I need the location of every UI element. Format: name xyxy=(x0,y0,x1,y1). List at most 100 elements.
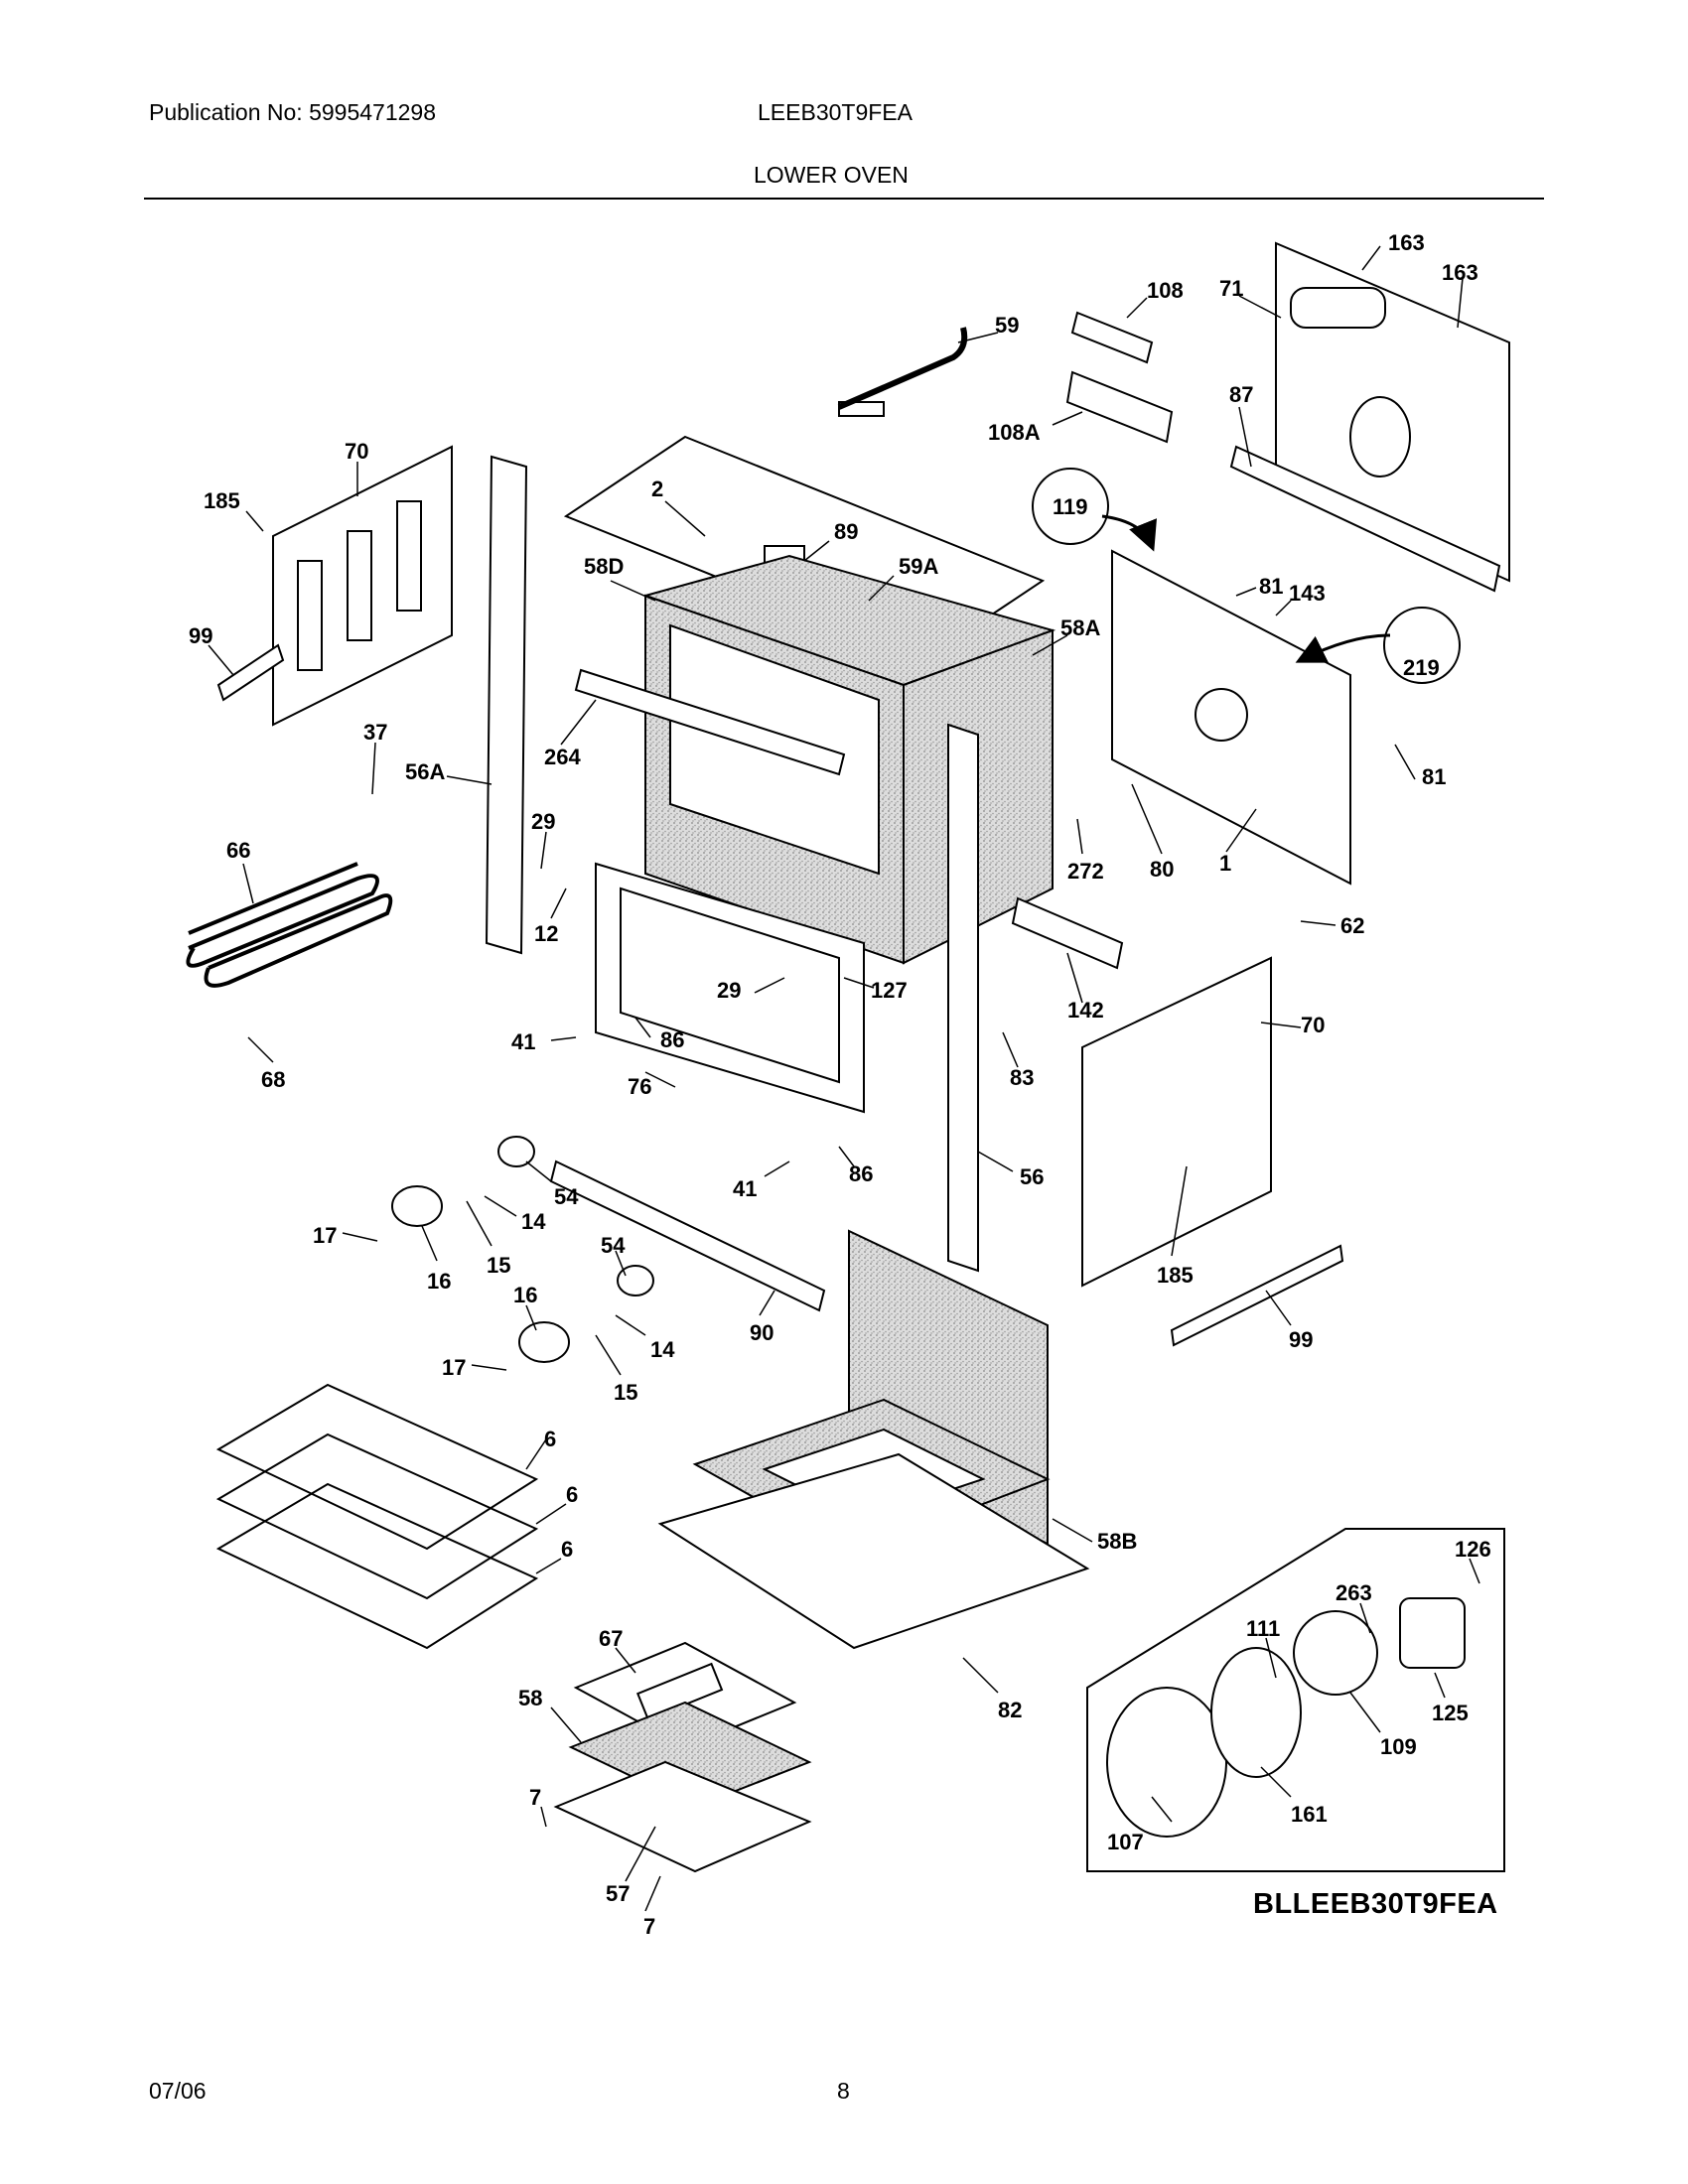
part-label: 82 xyxy=(998,1698,1022,1722)
leader-15b xyxy=(595,1334,622,1376)
leader-142 xyxy=(1066,952,1083,1004)
leader-56 xyxy=(977,1151,1014,1172)
part-label: 127 xyxy=(871,978,908,1003)
door-frame-inner xyxy=(620,887,840,1084)
footer-date: 07/06 xyxy=(149,2078,207,2104)
part-label: 70 xyxy=(345,439,368,464)
leader-81b xyxy=(1394,744,1416,780)
model-number: LEEB30T9FEA xyxy=(758,99,913,125)
part-label: 163 xyxy=(1442,260,1478,285)
leader-263 xyxy=(1359,1602,1371,1634)
leader-2 xyxy=(664,500,706,537)
part-label: 56 xyxy=(1020,1164,1044,1189)
part-label: 15 xyxy=(614,1380,637,1405)
part-label: 108A xyxy=(988,420,1041,445)
callout-119-arrow xyxy=(1101,514,1157,552)
leader-58A xyxy=(1032,634,1068,656)
side-rail-56 xyxy=(947,723,979,1273)
leader-163a xyxy=(1361,245,1381,271)
leader-7b xyxy=(644,1875,661,1912)
part-label: 161 xyxy=(1291,1802,1328,1827)
leader-109 xyxy=(1349,1692,1381,1733)
part-label: 16 xyxy=(427,1269,451,1294)
leader-14b xyxy=(615,1314,646,1336)
part-label: 2 xyxy=(651,477,663,501)
leader-127 xyxy=(843,977,875,989)
rear-panel-slot xyxy=(1290,287,1386,329)
door-frame xyxy=(595,862,865,1114)
part-label: 142 xyxy=(1067,998,1104,1023)
part-label: 58 xyxy=(518,1686,542,1710)
rack-6c xyxy=(215,1482,539,1650)
side-rail-56A xyxy=(485,455,528,955)
leader-87 xyxy=(1238,406,1252,468)
part-label: 6 xyxy=(566,1482,578,1507)
part-label: 83 xyxy=(1010,1065,1034,1090)
leader-76 xyxy=(644,1071,676,1088)
callout-219-arrow xyxy=(1295,633,1391,663)
part-label: 70 xyxy=(1301,1013,1325,1037)
leader-6c xyxy=(535,1558,562,1574)
leader-99b xyxy=(1265,1290,1292,1326)
side-panel-left-slot3 xyxy=(396,500,422,612)
lamp-16a xyxy=(391,1185,443,1227)
leader-17b xyxy=(471,1364,507,1371)
leader-163b xyxy=(1457,277,1464,329)
part-label: 263 xyxy=(1336,1580,1372,1605)
diagram-code: BLLEEB30T9FEA xyxy=(1253,1888,1498,1920)
part-number-labels: 163 163 108 71 59 87 108A 70 185 2 89 11… xyxy=(189,230,1491,1939)
leader-108A xyxy=(1052,411,1083,426)
header-rule xyxy=(144,198,1544,200)
part-label: 58A xyxy=(1060,615,1100,640)
part-108 xyxy=(1070,311,1154,364)
part-label: 54 xyxy=(554,1184,579,1209)
side-panel-left-slot1 xyxy=(297,560,323,671)
leader-58 xyxy=(550,1706,582,1743)
leader-57 xyxy=(625,1826,656,1882)
part-label: 272 xyxy=(1067,859,1104,884)
leader-41b xyxy=(764,1160,790,1177)
part-label: 66 xyxy=(226,838,250,863)
leader-107 xyxy=(1151,1796,1173,1823)
side-panel-right xyxy=(1081,956,1272,1288)
back-panel-fan-hole xyxy=(1195,688,1248,742)
part-label: 59 xyxy=(995,313,1019,338)
part-label: 62 xyxy=(1340,913,1364,938)
part-label: 71 xyxy=(1219,276,1243,301)
rack-6b xyxy=(215,1433,539,1600)
fan-motor-125 xyxy=(1399,1597,1466,1669)
leader-29b xyxy=(754,977,785,994)
leader-17a xyxy=(342,1232,378,1242)
bracket-142 xyxy=(1011,896,1124,970)
leader-125 xyxy=(1434,1672,1446,1699)
side-panel-left xyxy=(272,445,453,727)
part-label: 185 xyxy=(1157,1263,1194,1288)
leader-1 xyxy=(1225,808,1257,853)
part-label: 37 xyxy=(363,720,387,745)
part-label: 58B xyxy=(1097,1529,1137,1554)
leader-7a xyxy=(540,1806,547,1828)
part-label: 81 xyxy=(1259,574,1283,599)
leader-82 xyxy=(962,1657,999,1694)
part-label: 6 xyxy=(544,1427,556,1451)
part-label: 109 xyxy=(1380,1734,1417,1759)
publication-number: Publication No: 5995471298 xyxy=(149,99,437,125)
leader-89 xyxy=(803,540,830,562)
part-label: 59A xyxy=(899,554,938,579)
part-108A xyxy=(1065,370,1174,444)
part-label: 111 xyxy=(1246,1616,1280,1641)
part-label: 56A xyxy=(405,759,445,784)
leader-70b xyxy=(1260,1022,1302,1028)
leader-66 xyxy=(242,863,254,904)
part-label: 99 xyxy=(1289,1327,1313,1352)
part-label: 17 xyxy=(442,1355,466,1380)
callout-119 xyxy=(1032,468,1109,545)
part-label: 16 xyxy=(513,1283,537,1307)
lamp-16b xyxy=(518,1321,570,1363)
lamp-socket-54b xyxy=(617,1265,654,1297)
leader-16a xyxy=(421,1225,438,1262)
part-label: 86 xyxy=(849,1161,873,1186)
part-label: 1 xyxy=(1219,851,1231,876)
cover-57 xyxy=(553,1760,812,1873)
